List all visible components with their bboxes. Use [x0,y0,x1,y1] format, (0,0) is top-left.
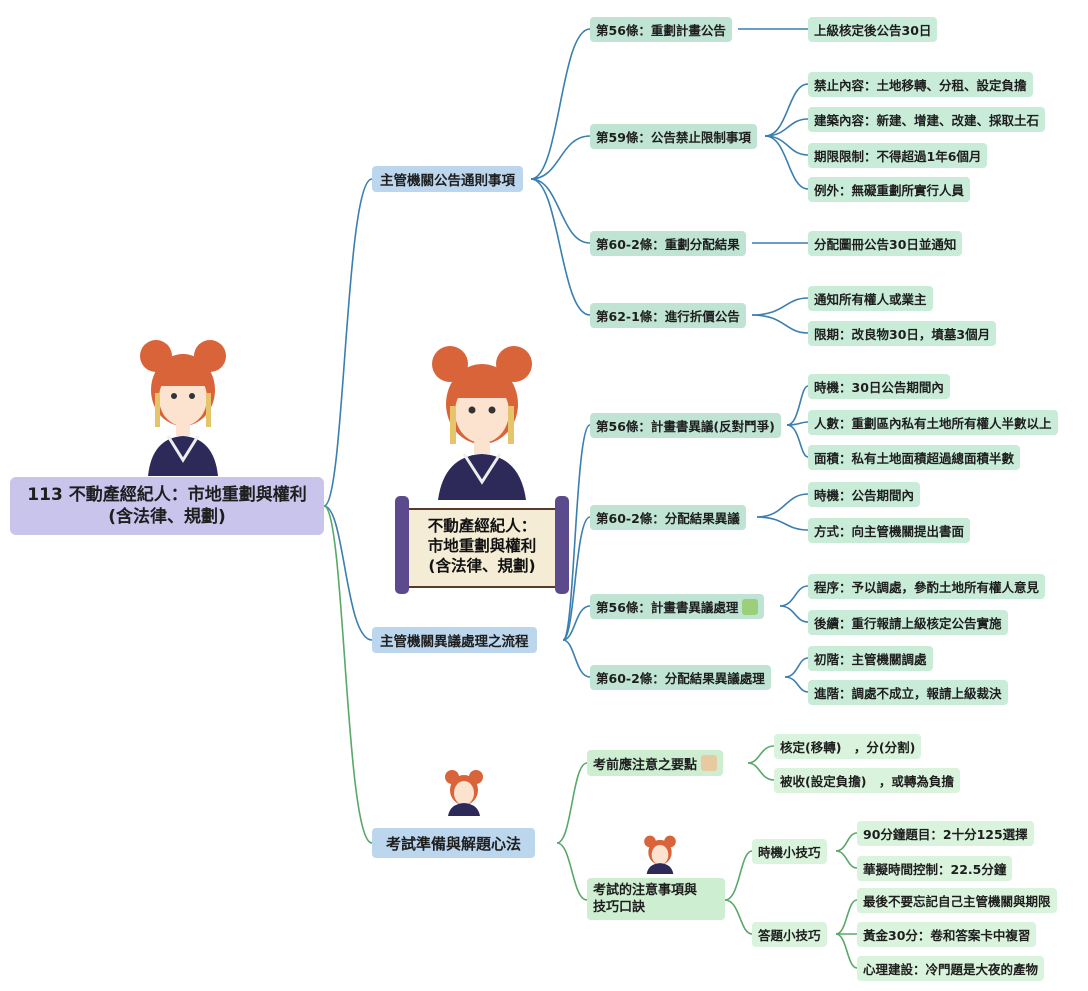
subtopic-label: 答題小技巧 [758,928,821,943]
detail-node[interactable]: 面積：私有土地面積超過總面積半數 [808,445,1021,470]
topic-art60-2-objection[interactable]: 第60-2條：分配結果異議 [590,505,746,530]
detail-node[interactable]: 核定(移轉) ，分(分割) [774,734,922,759]
detail-node[interactable]: 例外：無礙重劃所實行人員 [808,177,971,202]
detail-label: 建築內容：新建、增建、改建、採取土石 [814,113,1040,128]
topic-art60-2-result[interactable]: 第60-2條：重劃分配結果 [590,231,746,256]
detail-label: 心理建設：冷門題是大夜的產物 [863,962,1039,977]
topic-label: 第56條：重劃計畫公告 [596,23,726,38]
scroll-line1: 不動產經紀人： [427,517,537,535]
detail-node[interactable]: 進階：調處不成立，報請上級裁決 [808,680,1008,705]
branch-exam[interactable]: 考試準備與解題心法 [372,828,536,858]
scroll-rod-left [395,496,409,594]
detail-label: 最後不要忘記自己主管機關與期限 [863,894,1051,909]
root-title: 113 不動產經紀人：市地重劃與權利 [27,485,307,505]
scroll-rod-right [555,496,569,594]
detail-label: 禁止內容：土地移轉、分租、設定負擔 [814,78,1027,93]
map-icon [742,598,759,615]
detail-node[interactable]: 方式：向主管機關提出書面 [808,518,971,543]
detail-node[interactable]: 時機：公告期間內 [808,482,921,507]
scroll-paper [407,508,557,588]
detail-node[interactable]: 分配圖冊公告30日並通知 [808,231,963,256]
topic-art59-restrict[interactable]: 第59條：公告禁止限制事項 [590,124,757,149]
detail-label: 時機：公告期間內 [814,488,915,503]
topic-exam-tips[interactable]: 考試的注意事項與 技巧口訣 [587,878,725,920]
topic-label: 第56條：計畫書異議(反對鬥爭) [596,419,775,434]
topic-label: 第60-2條：分配結果異議處理 [596,671,765,686]
detail-label: 例外：無礙重劃所實行人員 [814,183,965,198]
detail-label: 被收(設定負擔) ，或轉為負擔 [780,774,954,789]
detail-node[interactable]: 後續：重行報請上級核定公告實施 [808,610,1008,635]
topic-exam-points[interactable]: 考前應注意之要點 [587,750,724,776]
root-subtitle: (含法律、規劃) [108,507,226,527]
detail-label: 初階：主管機關調處 [814,652,927,667]
topic-art56-announce[interactable]: 第56條：重劃計畫公告 [590,17,732,42]
detail-node[interactable]: 限期：改良物30日，墳墓3個月 [808,321,997,346]
title-scroll: 不動產經紀人： 市地重劃與權利 (含法律、規劃) [395,496,569,594]
character-illustration [140,340,226,476]
detail-label: 限期：改良物30日，墳墓3個月 [814,327,991,342]
topic-label: 第56條：計畫書異議處理 [596,600,739,615]
detail-node[interactable]: 通知所有權人或業主 [808,286,933,311]
scroll-line3: (含法律、規劃) [428,557,536,575]
detail-node[interactable]: 黃金30分：卷和答案卡中複習 [857,922,1037,947]
small-character-icon-2 [644,835,676,874]
detail-node[interactable]: 初階：主管機關調處 [808,646,933,671]
topic-label-line2: 技巧口訣 [593,900,646,915]
topic-label: 第62-1條：進行折價公告 [596,309,740,324]
detail-label: 核定(移轉) ，分(分割) [780,740,916,755]
detail-label: 黃金30分：卷和答案卡中複習 [863,928,1031,943]
detail-label: 分配圖冊公告30日並通知 [814,237,957,252]
detail-label: 進階：調處不成立，報請上級裁決 [814,686,1002,701]
detail-node[interactable]: 心理建設：冷門題是大夜的產物 [857,956,1045,981]
detail-node[interactable]: 時機：30日公告期間內 [808,374,950,399]
branch-objection[interactable]: 主管機關異議處理之流程 [372,627,537,653]
detail-node[interactable]: 程序：予以調處，參酌土地所有權人意見 [808,574,1046,599]
topic-art62-1-compensation[interactable]: 第62-1條：進行折價公告 [590,303,746,328]
topic-label: 第60-2條：重劃分配結果 [596,237,740,252]
topic-label: 第59條：公告禁止限制事項 [596,130,751,145]
detail-node[interactable]: 被收(設定負擔) ，或轉為負擔 [774,768,960,793]
detail-label: 面積：私有土地面積超過總面積半數 [814,451,1015,466]
small-character-icon [445,770,483,816]
topic-art60-2-handling[interactable]: 第60-2條：分配結果異議處理 [590,665,771,690]
branch-label: 主管機關異議處理之流程 [380,634,529,650]
detail-label: 期限限制：不得超過1年6個月 [814,149,982,164]
detail-node[interactable]: 人數：重劃區內私有土地所有權人半數以上 [808,410,1058,435]
detail-label: 人數：重劃區內私有土地所有權人半數以上 [814,416,1052,431]
detail-node[interactable]: 建築內容：新建、增建、改建、採取土石 [808,107,1046,132]
detail-node[interactable]: 最後不要忘記自己主管機關與期限 [857,888,1057,913]
topic-label-line1: 考試的注意事項與 [593,883,698,898]
subtopic-label: 時機小技巧 [758,845,821,860]
detail-node[interactable]: 90分鐘題目：2十分125選擇 [857,821,1034,846]
detail-label: 華擬時間控制：22.5分鐘 [863,862,1007,877]
branch-label: 主管機關公告通則事項 [380,173,515,189]
character-with-scroll-illustration [432,346,532,500]
topic-label: 第60-2條：分配結果異議 [596,511,740,526]
subtopic-timing[interactable]: 時機小技巧 [752,839,827,864]
scroll-title: 不動產經紀人： 市地重劃與權利 (含法律、規劃) [407,516,557,576]
root-node[interactable]: 113 不動產經紀人：市地重劃與權利 (含法律、規劃) [10,477,324,535]
notes-icon [701,755,718,771]
branch-label: 考試準備與解題心法 [386,834,522,853]
detail-label: 後續：重行報請上級核定公告實施 [814,616,1002,631]
detail-node[interactable]: 期限限制：不得超過1年6個月 [808,143,988,168]
detail-node[interactable]: 禁止內容：土地移轉、分租、設定負擔 [808,72,1033,97]
detail-label: 程序：予以調處，參酌土地所有權人意見 [814,580,1040,595]
topic-art56-handling[interactable]: 第56條：計畫書異議處理 [590,594,765,619]
subtopic-answering[interactable]: 答題小技巧 [752,922,827,947]
topic-label: 考前應注意之要點 [593,757,698,773]
topic-art56-objection[interactable]: 第56條：計畫書異議(反對鬥爭) [590,413,781,438]
detail-node[interactable]: 上級核定後公告30日 [808,17,938,42]
scroll-line2: 市地重劃與權利 [427,537,537,555]
detail-label: 方式：向主管機關提出書面 [814,524,965,539]
detail-label: 90分鐘題目：2十分125選擇 [863,827,1028,842]
detail-node[interactable]: 華擬時間控制：22.5分鐘 [857,856,1013,881]
detail-label: 上級核定後公告30日 [814,23,932,38]
branch-announcement[interactable]: 主管機關公告通則事項 [372,166,523,192]
detail-label: 時機：30日公告期間內 [814,380,944,395]
detail-label: 通知所有權人或業主 [814,292,927,307]
